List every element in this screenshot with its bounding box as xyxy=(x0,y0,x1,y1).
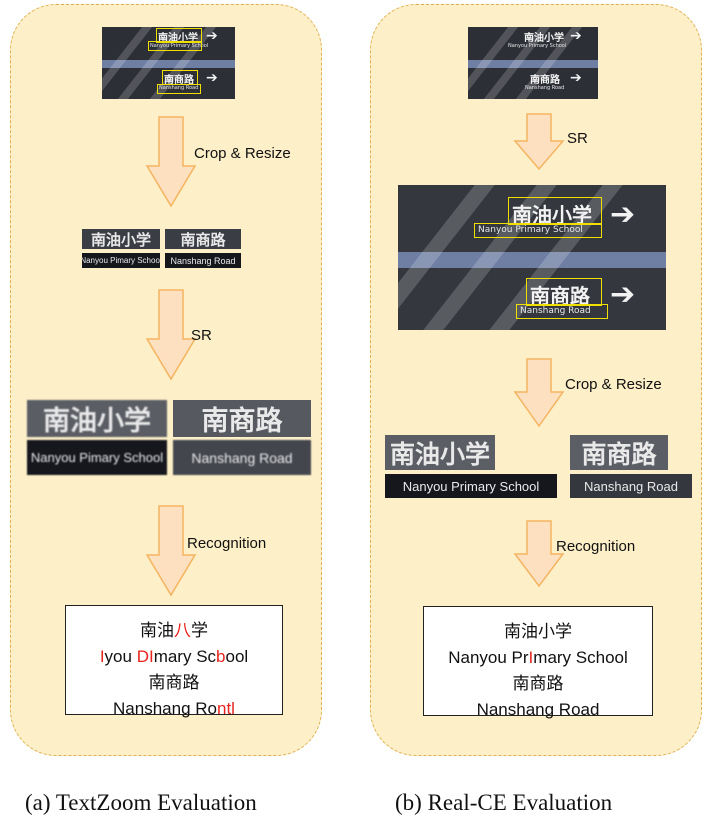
sr-crop-en2: Nanshang Road xyxy=(173,440,311,475)
sign-text-zh1: 南油小学 xyxy=(524,33,564,44)
detection-box xyxy=(516,304,608,319)
sign-arrow-icon: ➔ xyxy=(570,70,582,86)
down-arrow-icon xyxy=(513,520,565,588)
sign-arrow-icon: ➔ xyxy=(610,197,636,232)
crop-en1: Nanyou Primary School xyxy=(385,474,557,498)
left-sign-photo: 南油小学 Nanyou Primary School ➔ 南商路 Nanshan… xyxy=(102,27,235,99)
sr-crop-zh2: 南商路 xyxy=(173,400,311,437)
sr-crop-zh1: 南油小学 xyxy=(27,400,167,437)
result-line-4: Nanshang Rontl xyxy=(113,699,235,718)
right-sign-photo: 南油小学 Nanyou Primary School ➔ 南商路 Nanshan… xyxy=(468,27,598,99)
right-recognition-result: 南油小学 Nanyou PrImary School 南商路 Nanshang … xyxy=(423,606,653,719)
down-arrow-icon xyxy=(513,358,565,428)
down-arrow-icon xyxy=(145,289,197,381)
sign-text-en2: Nanshang Road xyxy=(159,85,199,91)
sign-text-zh2: 南商路 xyxy=(530,75,560,86)
detection-box xyxy=(508,197,602,225)
crop-zh2: 南商路 xyxy=(570,435,668,470)
result-line-2: Iyou DImary Scbool xyxy=(99,647,249,666)
crop-en1: Nanyou Pimary School xyxy=(82,253,160,268)
detection-box xyxy=(157,84,201,94)
sign-arrow-icon: ➔ xyxy=(206,70,218,86)
sign-text-en2: Nanshang Road xyxy=(525,85,565,91)
crop-zh1: 南油小学 xyxy=(385,435,495,470)
sign-arrow-icon: ➔ xyxy=(610,277,636,312)
step-label-sr: SR xyxy=(191,327,212,344)
result-line-4: Nanshang Road xyxy=(476,700,600,719)
sign-text-zh2: 南商路 xyxy=(164,75,194,86)
left-recognition-result: 南油八学 Iyou DImary Scbool 南商路 Nanshang Ron… xyxy=(65,605,283,718)
sr-crop-en1: Nanyou Pimary School xyxy=(27,440,167,475)
caption-left: (a) TextZoom Evaluation xyxy=(25,790,257,815)
result-line-1: 南油八学 xyxy=(140,621,208,640)
sign-text-zh1: 南油小学 xyxy=(158,33,198,44)
sign-text-en1: Nanyou Primary School xyxy=(150,43,209,49)
crop-en2: Nanshang Road xyxy=(570,474,692,498)
down-arrow-icon xyxy=(513,113,565,171)
step-label-sr: SR xyxy=(567,130,588,147)
caption-right: (b) Real-CE Evaluation xyxy=(395,790,613,815)
detection-box xyxy=(526,278,602,306)
detection-box xyxy=(162,70,198,85)
detection-box xyxy=(474,223,602,238)
detection-box xyxy=(148,41,202,51)
crop-zh1: 南油小学 xyxy=(82,229,160,249)
sign-arrow-icon: ➔ xyxy=(570,28,582,44)
result-line-2: Nanyou PrImary School xyxy=(448,648,628,667)
step-label-recognition: Recognition xyxy=(556,538,636,555)
sign-text-en2: Nanshang Road xyxy=(520,306,591,316)
result-line-1: 南油小学 xyxy=(504,622,572,641)
step-label-recognition: Recognition xyxy=(187,535,267,552)
sign-stripe xyxy=(102,60,235,68)
sign-stripe xyxy=(398,252,666,268)
result-line-3: 南商路 xyxy=(148,673,200,692)
sign-arrow-icon: ➔ xyxy=(206,28,218,44)
down-arrow-icon xyxy=(145,116,197,208)
step-label-crop-resize: Crop & Resize xyxy=(565,376,662,393)
sign-text-en1: Nanyou Primary School xyxy=(478,225,583,235)
crop-en2: Nanshang Road xyxy=(165,253,241,268)
crop-zh2: 南商路 xyxy=(165,229,241,249)
sign-stripe xyxy=(468,60,598,68)
result-line-3: 南商路 xyxy=(512,674,564,693)
right-sr-sign-photo: 南油小学 Nanyou Primary School ➔ 南商路 Nanshan… xyxy=(398,185,666,330)
detection-box xyxy=(156,28,202,43)
step-label-crop-resize: Crop & Resize xyxy=(194,145,291,162)
sign-text-en1: Nanyou Primary School xyxy=(508,43,567,49)
down-arrow-icon xyxy=(145,505,197,597)
